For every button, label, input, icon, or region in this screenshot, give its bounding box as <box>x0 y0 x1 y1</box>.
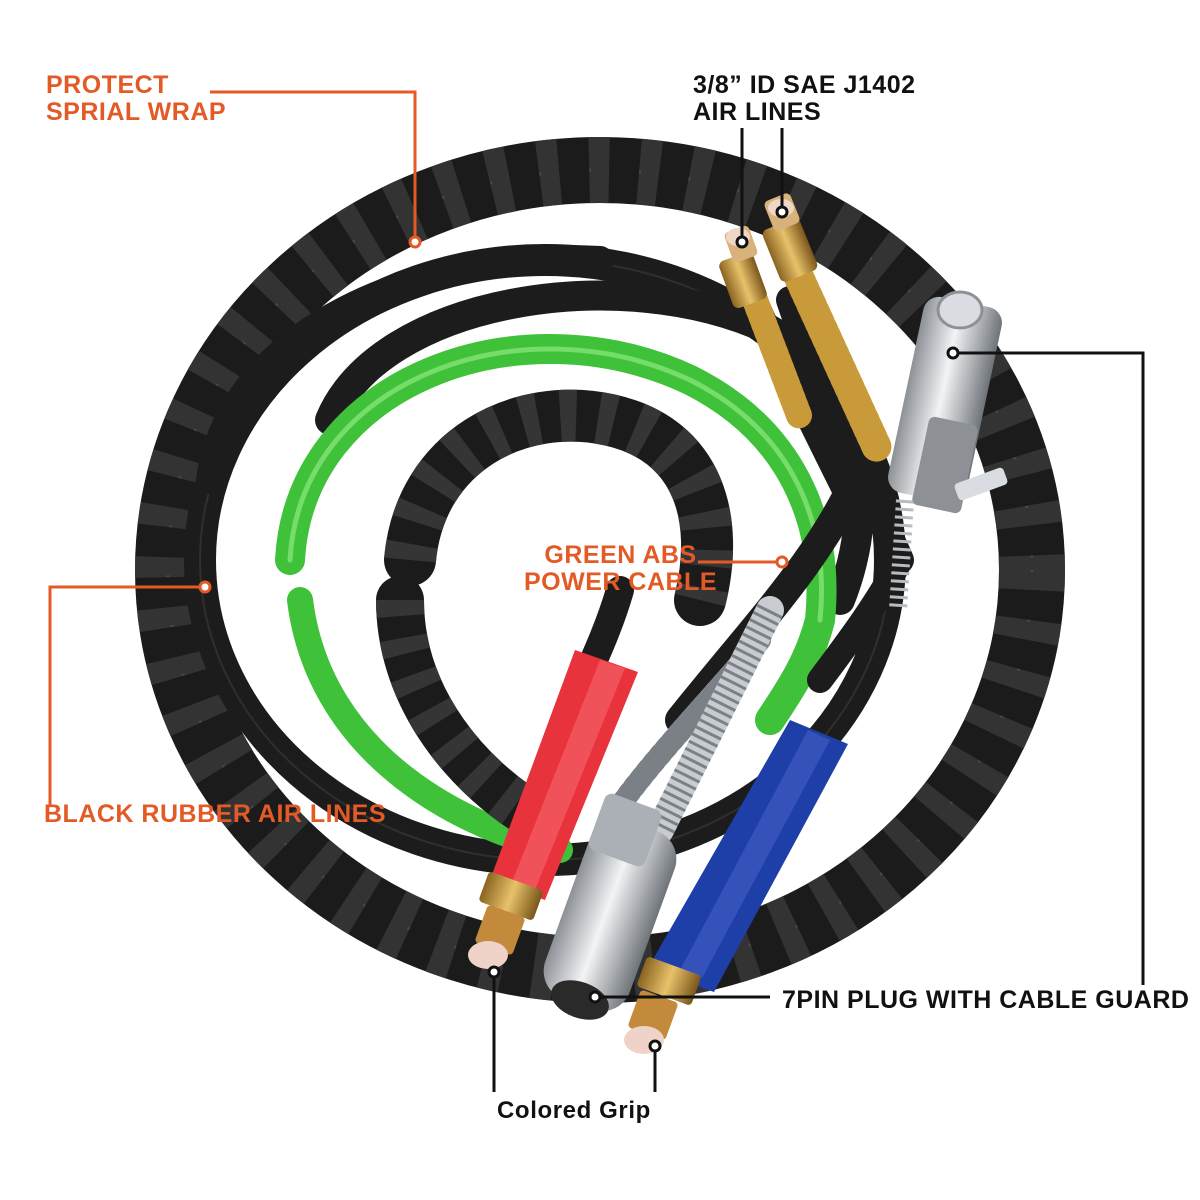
bottom-seven-pin-plug <box>543 596 784 1020</box>
leader-dot-green-abs <box>775 555 789 569</box>
leader-dot-grip-red <box>487 965 501 979</box>
leader-black-rubber <box>48 585 205 805</box>
leader-dot-air-line-right <box>775 205 789 219</box>
label-protect-spiral-wrap: PROTECT SPRIAL WRAP <box>46 72 226 126</box>
leader-dot-top-plug <box>946 346 960 360</box>
blue-grip <box>624 720 848 1054</box>
label-air-lines-line2: AIR LINES <box>693 98 822 126</box>
red-grip <box>468 650 638 969</box>
leader-protect-wrap <box>210 90 417 240</box>
label-black-rubber-air-lines: BLACK RUBBER AIR LINES <box>44 801 386 828</box>
label-colored-grip: Colored Grip <box>497 1097 651 1124</box>
label-seven-pin-plug: 7PIN PLUG WITH CABLE GUARD <box>782 987 1189 1014</box>
leader-dot-protect-wrap <box>408 235 422 249</box>
label-green-abs-power-cable: GREEN ABS POWER CABLE <box>524 542 717 596</box>
brass-fitting-right <box>762 193 893 465</box>
label-protect-line1: PROTECT <box>46 71 169 99</box>
label-colored-grip-line1: Colored Grip <box>497 1097 651 1124</box>
label-seven-pin-line1: 7PIN PLUG WITH CABLE GUARD <box>782 986 1190 1014</box>
leader-top-plug <box>955 351 1145 985</box>
inner-spiral-wrap <box>376 389 734 844</box>
label-green-line1: GREEN ABS <box>544 541 697 569</box>
label-air-lines-line1: 3/8” ID SAE J1402 <box>693 71 916 99</box>
label-air-lines: 3/8” ID SAE J1402 AIR LINES <box>693 72 916 126</box>
label-green-line2: POWER CABLE <box>524 568 717 596</box>
leader-dot-grip-blue <box>648 1039 662 1053</box>
brass-fitting-left <box>719 225 813 431</box>
leader-dot-air-line-left <box>735 235 749 249</box>
callout-leaders <box>48 90 1145 1092</box>
top-seven-pin-plug <box>888 290 1008 611</box>
leader-dot-seven-pin <box>588 990 602 1004</box>
label-protect-line2: SPRIAL WRAP <box>46 98 227 126</box>
label-black-line1: BLACK RUBBER AIR LINES <box>44 800 387 828</box>
leader-dot-black-rubber <box>198 580 212 594</box>
